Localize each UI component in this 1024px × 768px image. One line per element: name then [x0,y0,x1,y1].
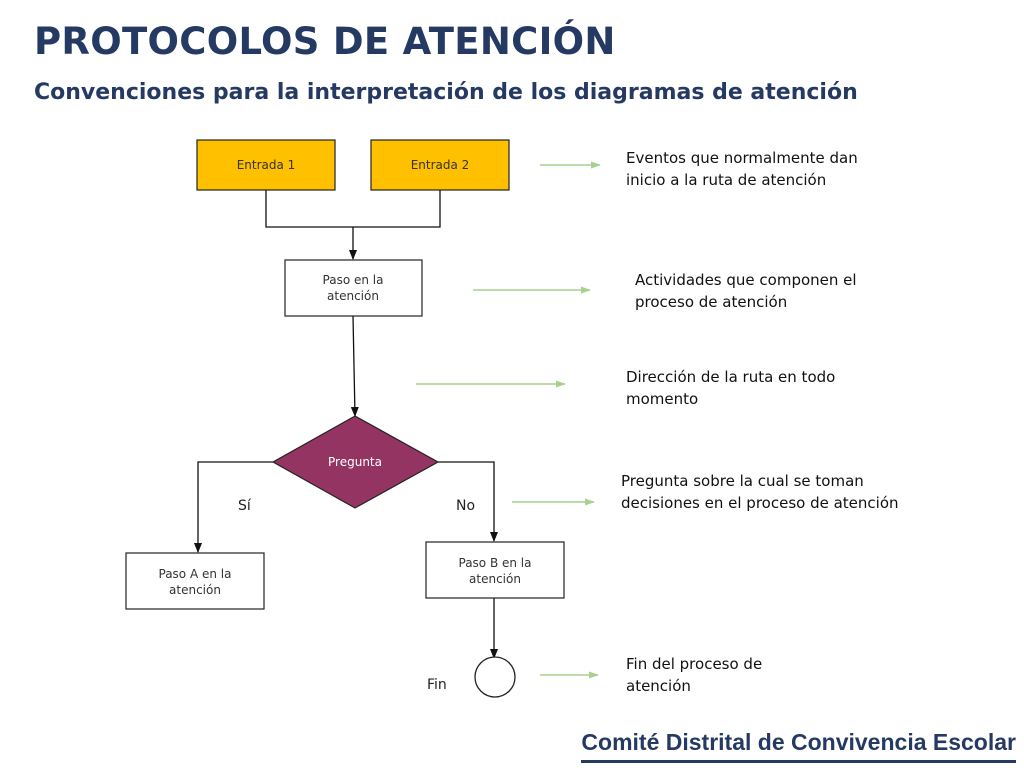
entrada-2-label: Entrada 2 [411,158,470,172]
paso-label-line-2: atención [327,289,379,303]
fin-label: Fin [427,677,447,693]
legend-arrows [416,161,601,679]
legend-actividades-text: Actividades que componen el proceso de a… [635,271,857,311]
no-label: No [456,498,475,514]
pregunta-node: Pregunta [271,415,440,509]
entrada-2-node: Entrada 2 [370,139,510,191]
paso-b-node: Paso B en la atención [425,541,565,599]
legend-entradas-text: Eventos que normalmente dan inicio a la … [626,149,858,189]
paso-a-label-line-1: Paso A en la [159,567,232,581]
flow-connectors [194,190,498,659]
paso-b-label-line-1: Paso B en la [459,556,532,570]
entradas-merge-connector [265,190,441,228]
paso-node: Paso en la atención [284,259,423,317]
no-branch-arrow [438,461,498,542]
legend-pregunta-text: Pregunta sobre la cual se toman decision… [621,472,899,512]
page-title: PROTOCOLOS DE ATENCIÓN [34,20,616,63]
si-label: Sí [238,498,252,514]
paso-a-node: Paso A en la atención [125,552,265,610]
entrada-1-node: Entrada 1 [196,139,336,191]
si-branch-arrow [194,461,273,553]
legend-direccion-text: Dirección de la ruta en todo momento [626,368,836,408]
pregunta-label: Pregunta [328,455,382,469]
paso-a-label-line-2: atención [169,583,221,597]
paso-to-pregunta-arrow [350,315,359,417]
page-subtitle: Convenciones para la interpretación de l… [34,80,858,105]
fin-circle-node [474,656,516,698]
entrada-1-label: Entrada 1 [237,158,296,172]
paso-b-label-line-2: atención [469,572,521,586]
footer-committee-name: Comité Distrital de Convivencia Escolar [581,729,1016,763]
legend-fin-text: Fin del proceso de atención [626,655,763,695]
paso-label-line-1: Paso en la [323,273,384,287]
